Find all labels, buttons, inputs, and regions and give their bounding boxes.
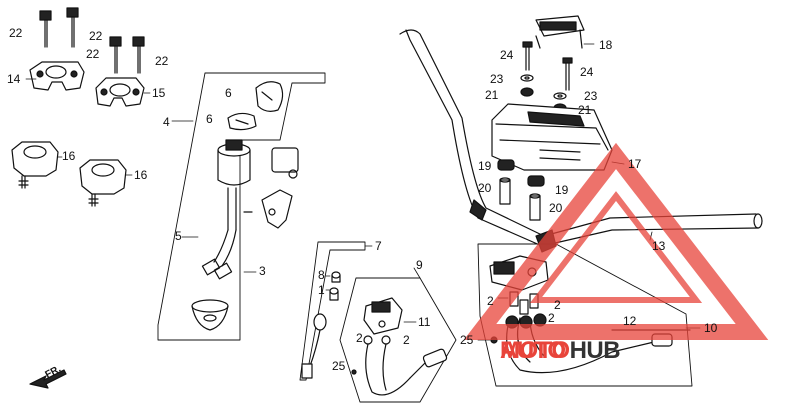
bolt-22-d (132, 36, 145, 74)
callout-16: 16 (62, 149, 76, 163)
watermark-part-hub: HUB (569, 337, 621, 364)
callout-24: 24 (500, 48, 514, 62)
callout-1: 1 (318, 283, 325, 297)
upper-holder-15 (95, 77, 145, 107)
lower-holder-16-b (79, 159, 127, 207)
part-8 (331, 271, 341, 283)
callout-16: 16 (134, 168, 148, 182)
ignition-cover-bowl (191, 299, 229, 331)
clamp-18 (535, 15, 585, 49)
callout-19: 19 (555, 183, 569, 197)
callout-21: 21 (485, 88, 499, 102)
callout-2: 2 (554, 298, 561, 312)
collar-20-b (529, 193, 541, 221)
callout-21: 21 (578, 103, 592, 117)
callout-6: 6 (206, 112, 213, 126)
callout-20: 20 (549, 201, 563, 215)
callout-7: 7 (375, 239, 382, 253)
callout-10: 10 (704, 321, 718, 335)
callout-2: 2 (356, 331, 363, 345)
callout-23: 23 (490, 72, 504, 86)
callout-22: 22 (155, 54, 169, 68)
callout-9: 9 (416, 258, 423, 272)
rubber-19-a (497, 159, 515, 171)
callout-2: 2 (403, 333, 410, 347)
cap-6-b (227, 112, 257, 131)
bolt-22-a (39, 10, 52, 48)
callout-11: 11 (418, 315, 431, 329)
harness-9 (351, 335, 448, 396)
callout-14: 14 (7, 72, 21, 86)
callout-22: 22 (89, 29, 103, 43)
ignition-bracket (261, 147, 299, 229)
ignition-switch-5 (201, 139, 253, 280)
watermark-logo-icon (463, 142, 769, 340)
callout-2: 2 (487, 294, 494, 308)
callout-25: 25 (332, 359, 346, 373)
bolt-22-c (109, 36, 122, 74)
callout-25: 25 (460, 333, 474, 347)
callout-8: 8 (318, 268, 325, 282)
upper-holder-14 (29, 61, 85, 91)
callout-19: 19 (478, 159, 492, 173)
callout-24: 24 (580, 65, 594, 79)
part-1-upper (329, 287, 339, 301)
callout-12: 12 (623, 314, 637, 328)
cap-6-a (255, 81, 284, 112)
callout-2: 2 (548, 311, 555, 325)
collar-20-a (499, 177, 511, 205)
callout-22: 22 (9, 26, 23, 40)
rubber-19-b (527, 175, 545, 187)
bolt-24-b (562, 57, 573, 91)
callout-4: 4 (163, 115, 170, 129)
callout-15: 15 (152, 86, 166, 100)
watermark-part-moto: MOTO (500, 337, 570, 364)
callout-17: 17 (628, 157, 642, 171)
callout-5: 5 (175, 229, 182, 243)
lower-holder-16-a (11, 141, 59, 189)
handlebar-13 (399, 29, 763, 253)
callout-22: 22 (86, 47, 100, 61)
callout-20: 20 (478, 181, 492, 195)
callout-13: 13 (652, 239, 666, 253)
watermark-part-auto: AUTO (500, 337, 566, 364)
callout-18: 18 (599, 38, 613, 52)
callout-23: 23 (584, 89, 598, 103)
switch-unit-11 (363, 297, 403, 335)
callout-3: 3 (259, 264, 266, 278)
wire-lead-7 (301, 313, 327, 379)
bolt-22-b (66, 7, 79, 48)
front-direction-arrow (29, 369, 67, 389)
callout-6: 6 (225, 86, 232, 100)
bolt-24-a (522, 41, 533, 71)
handlebar-cover-17 (491, 103, 613, 171)
